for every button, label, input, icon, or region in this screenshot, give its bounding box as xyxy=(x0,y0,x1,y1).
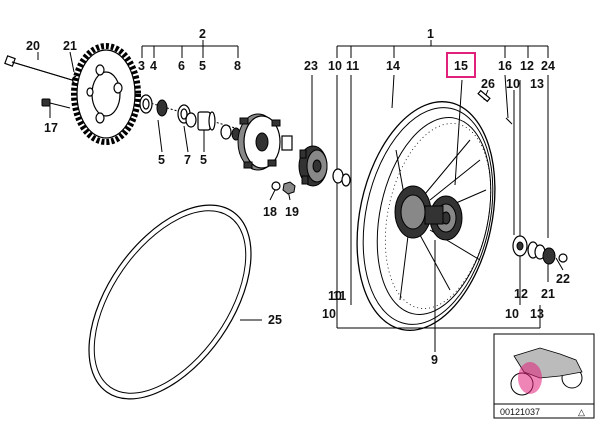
callout-5: 5 xyxy=(158,153,165,167)
highlight-box xyxy=(446,52,476,78)
tire-valve xyxy=(477,89,513,125)
callout-2: 2 xyxy=(199,27,206,41)
left-spacer xyxy=(332,168,351,187)
callout-8: 8 xyxy=(234,59,241,73)
sprocket xyxy=(71,43,141,145)
callout-20: 20 xyxy=(26,39,40,53)
diagram-code: 00121037 xyxy=(500,407,540,417)
callout-24: 24 xyxy=(541,59,555,73)
axle-bolt xyxy=(4,55,81,85)
rear-wheel-drive-flange xyxy=(237,113,293,171)
bearing-stack xyxy=(139,94,277,141)
callout-labels: 1 2 20 21 3 4 6 5 8 23 10 11 14 15 16 12… xyxy=(26,27,570,367)
callout-19: 19 xyxy=(285,205,299,219)
callout-10: 10 xyxy=(322,307,336,321)
callout-12: 12 xyxy=(520,59,534,73)
leader-lines xyxy=(37,40,564,352)
callout-14: 14 xyxy=(386,59,400,73)
nut-and-washer xyxy=(271,181,296,195)
callout-11: 11 xyxy=(333,289,346,303)
motorcycle-thumbnail: 00121037 △ xyxy=(493,333,595,419)
callout-15: 15 xyxy=(454,59,468,73)
callout-10: 10 xyxy=(506,77,520,91)
rubber-damper xyxy=(298,145,328,187)
motorcycle-icon xyxy=(510,347,583,396)
callout-12: 12 xyxy=(514,287,528,301)
callout-25: 25 xyxy=(268,313,282,327)
callout-5: 5 xyxy=(200,153,207,167)
callout-6: 6 xyxy=(178,59,185,73)
callout-16: 16 xyxy=(498,59,512,73)
wheel-hub xyxy=(394,139,487,301)
callout-22: 22 xyxy=(556,272,570,286)
callout-7: 7 xyxy=(184,153,191,167)
callout-17: 17 xyxy=(44,121,58,135)
sprocket-bolt xyxy=(41,98,71,109)
callout-1: 1 xyxy=(427,27,434,41)
wheel-rim xyxy=(356,101,496,331)
right-bearing-stack xyxy=(512,235,568,265)
callout-9: 9 xyxy=(431,353,438,367)
callout-10: 10 xyxy=(328,59,342,73)
callout-21: 21 xyxy=(541,287,555,301)
callout-26: 26 xyxy=(481,77,495,91)
callout-3: 3 xyxy=(138,59,145,73)
drive-belt xyxy=(88,204,252,400)
callout-11: 11 xyxy=(346,59,359,73)
callout-4: 4 xyxy=(150,59,157,73)
callout-23: 23 xyxy=(304,59,318,73)
callout-5: 5 xyxy=(199,59,206,73)
callout-10: 10 xyxy=(505,307,519,321)
callout-13: 13 xyxy=(530,77,544,91)
callout-13: 13 xyxy=(530,307,544,321)
callout-18: 18 xyxy=(263,205,277,219)
callout-21: 21 xyxy=(63,39,77,53)
warning-triangle-icon: △ xyxy=(578,407,585,417)
callout-10: 10 xyxy=(328,289,342,303)
